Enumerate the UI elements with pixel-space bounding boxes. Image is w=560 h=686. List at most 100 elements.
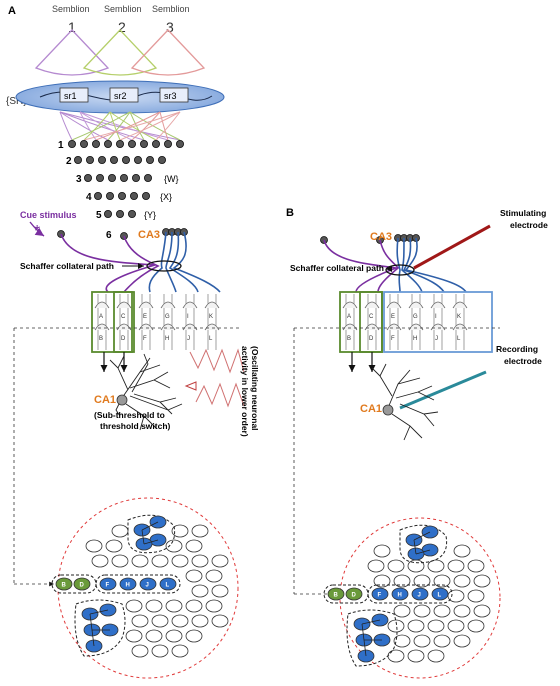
active-neuron (391, 587, 409, 601)
neuron-letter: J (435, 336, 438, 342)
active-neuron (159, 577, 177, 591)
pill-letter: J (418, 593, 421, 599)
sr3-box (159, 87, 189, 103)
neuron-letter: C (121, 314, 126, 320)
sr-boxes: sr1 sr2 sr3 (59, 87, 189, 103)
fiber (79, 111, 169, 141)
neuron-letter: H (165, 336, 169, 342)
neuron-dot (122, 155, 131, 164)
neuron-dot (98, 155, 107, 164)
schaffer-label: Schaffer collateral path (20, 261, 114, 271)
inactive-neuron (165, 599, 183, 613)
pill-letter: L (438, 593, 442, 599)
neuron-letter: B (347, 336, 351, 342)
inactive-neuron (407, 619, 425, 633)
neuron-dot (94, 191, 103, 200)
neuron-column: KL (204, 294, 220, 350)
active-neuron (431, 587, 449, 601)
neuron-letter: C (369, 314, 374, 320)
inactive-neuron (125, 599, 143, 613)
neuron-letter: J (187, 336, 190, 342)
ca1-soma (116, 394, 128, 406)
inactive-neuron (131, 644, 149, 658)
inactive-neuron (413, 634, 431, 648)
inactive-neuron (151, 644, 169, 658)
pill-letter: D (80, 583, 85, 589)
inactive-neuron (145, 599, 163, 613)
ca3-label-b: CA3 (370, 231, 392, 243)
inactive-neuron (171, 554, 189, 568)
inactive-neuron (191, 584, 209, 598)
neuron-dot (163, 139, 172, 148)
fiber (107, 111, 131, 141)
neuron-letter: F (143, 336, 147, 342)
sr1-box (59, 87, 89, 103)
cluster-outline (346, 609, 398, 667)
fiber (79, 111, 133, 141)
neuron-letter: G (413, 314, 418, 320)
neuron-column: GH (408, 294, 424, 350)
semblion-3: Semblion 3 (152, 4, 190, 35)
neuron-letter: K (209, 314, 213, 320)
neuron-dot (118, 191, 127, 200)
cue-arrow (29, 221, 45, 237)
inactive-neuron (393, 604, 411, 618)
neuron-dot (141, 191, 150, 200)
inactive-neuron (373, 544, 391, 558)
inactive-neuron (111, 554, 129, 568)
inactive-neuron (473, 604, 491, 618)
ca1-soma-b (382, 404, 394, 416)
neuron-column: CD (116, 294, 132, 350)
neuron-letter: G (165, 314, 170, 320)
inactive-neuron (453, 634, 471, 648)
neuron-column: EF (386, 294, 402, 350)
inactive-neuron (407, 649, 425, 663)
inactive-neuron (433, 574, 451, 588)
inactive-neuron (447, 559, 465, 573)
inactive-neuron (427, 559, 445, 573)
inactive-neuron (387, 559, 405, 573)
neuron-letter: L (209, 336, 213, 342)
row-number: 6 (106, 230, 112, 241)
set-label-x: {X} (160, 192, 172, 202)
neuron-dot (127, 209, 136, 218)
neuron-letter: E (391, 314, 395, 320)
fiber (129, 111, 145, 141)
set-label-w: {W} (164, 174, 179, 184)
ca3-axons (60, 231, 221, 293)
active-neuron (55, 577, 73, 591)
fiber (59, 111, 109, 141)
pill-outline-left (51, 574, 97, 594)
sr2-label: sr2 (114, 91, 127, 101)
row-number: 3 (76, 174, 82, 185)
neuron-dot (151, 139, 160, 148)
pill-letter: H (398, 593, 402, 599)
pill-letter: H (126, 583, 130, 589)
pill-letter: L (166, 583, 170, 589)
neuron-dot (86, 155, 95, 164)
inactive-neuron (407, 559, 425, 573)
neuron-dot (120, 173, 129, 182)
neuron-dot (131, 173, 140, 182)
inactive-neuron (171, 644, 189, 658)
semblion-number: 2 (118, 19, 126, 35)
group-box-blue-b (383, 291, 493, 353)
cluster-outline (74, 599, 126, 657)
neuron-dot (157, 155, 166, 164)
inactive-neuron (393, 574, 411, 588)
pill-letter: B (62, 583, 67, 589)
active-neuron (99, 577, 117, 591)
inactive-neuron (185, 539, 203, 553)
neuron-rows (68, 139, 184, 218)
row-number: 1 (58, 140, 64, 151)
row-numbers: 1 2 3 4 5 6 (58, 140, 112, 241)
neuron-dot (139, 139, 148, 148)
neuron-letter: B (99, 336, 103, 342)
neuron-dot (104, 209, 113, 218)
rec-label-1: Recording (496, 344, 538, 354)
pill-letter: B (334, 593, 339, 599)
subthreshold-line1: (Sub-threshold to (94, 410, 165, 420)
inactive-neuron (373, 574, 391, 588)
semblion-2: Semblion 2 (104, 4, 142, 35)
set-label-y: {Y} (144, 210, 156, 220)
